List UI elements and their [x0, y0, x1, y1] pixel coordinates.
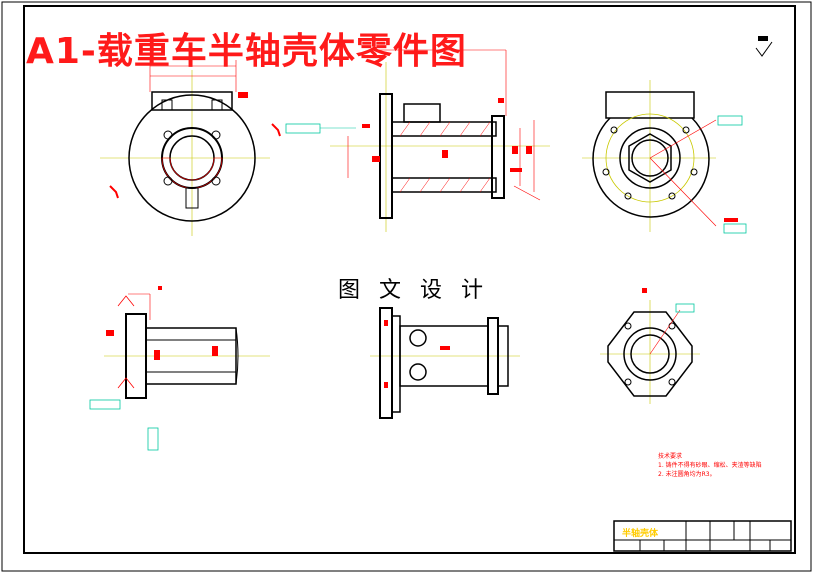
- inner-border: [23, 5, 796, 554]
- title-block: [613, 520, 792, 552]
- view-side: [370, 307, 520, 419]
- technical-requirements-heading: 技术要求: [658, 453, 683, 460]
- view-front-circular: [100, 60, 281, 236]
- roughness-symbol: [755, 36, 773, 57]
- view-end-circular: [582, 80, 747, 234]
- title-block-part-name: 半轴壳体: [622, 529, 659, 539]
- technical-requirements-item: 2. 未注圆角均为R3。: [658, 471, 716, 478]
- drawing-title: A1-载重车半轴壳体零件图: [26, 31, 467, 72]
- view-partial-section: [89, 286, 270, 451]
- view-section-axial: [285, 49, 550, 232]
- view-flange-hex: [600, 288, 700, 404]
- technical-requirements: 技术要求 1. 铸件不得有砂眼、缩松、夹渣等缺陷 2. 未注圆角均为R3。: [658, 452, 762, 479]
- technical-requirements-item: 1. 铸件不得有砂眼、缩松、夹渣等缺陷: [658, 462, 762, 469]
- drawing-watermark-label: 图 文 设 计: [338, 278, 489, 303]
